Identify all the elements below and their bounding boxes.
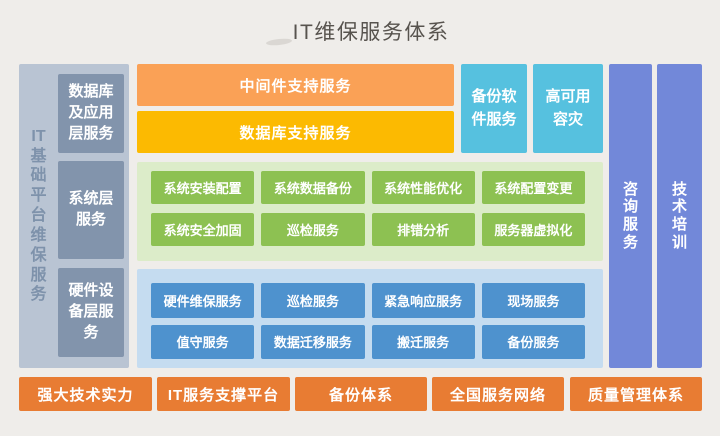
box-label: 备份软件服务 [471,88,517,128]
middleware-support-bar: 中间件支持服务 [137,64,454,106]
foundation-label: IT服务支撑平台 [167,386,280,404]
system-services-section: 系统安装配置 系统数据备份 系统性能优化 系统配置变更 系统安全加固 巡检服务 … [137,162,603,261]
layer-box-hardware: 硬件设备层服务 [58,268,124,357]
high-availability-box: 高可用容灾 [533,64,603,153]
foundation-label: 强大技术实力 [37,386,134,404]
service-box-standby: 值守服务 [151,324,255,359]
service-box-system-backup: 系统数据备份 [261,171,365,204]
sidebar-vertical-label-text: IT基础平台维保服务 [30,127,47,304]
service-box-data-migration: 数据迁移服务 [261,324,365,359]
service-box-hardware-maintenance: 硬件维保服务 [151,283,255,318]
technical-training-column: 技术培训 [657,64,702,368]
it-platform-sidebar: IT基础平台维保服务 数据库及应用层服务 系统层服务 硬件设备层服务 [19,64,129,368]
layer-box-system: 系统层服务 [58,161,124,259]
service-box-onsite: 现场服务 [481,283,585,318]
consulting-service-column: 咨询服务 [609,64,652,368]
service-box-inspection: 巡检服务 [261,213,365,246]
service-box-performance: 系统性能优化 [371,171,475,204]
layer-box-label: 数据库及应用层服务 [68,83,114,142]
foundation-label: 全国服务网络 [449,386,546,404]
layer-box-label: 硬件设备层服务 [68,282,114,341]
foundation-box-it-service-platform: IT服务支撑平台 [157,377,290,411]
service-box-troubleshooting: 排错分析 [371,213,475,246]
service-box-relocation: 搬迁服务 [371,324,475,359]
foundation-box-quality-management: 质量管理体系 [570,377,702,411]
foundation-box-national-network: 全国服务网络 [432,377,564,411]
layer-box-label: 系统层服务 [68,190,114,228]
sidebar-vertical-label: IT基础平台维保服务 [19,64,58,368]
bar-label: 数据库支持服务 [239,124,352,142]
box-label: 高可用容灾 [545,88,591,128]
hardware-services-section: 硬件维保服务 巡检服务 紧急响应服务 现场服务 值守服务 数据迁移服务 搬迁服务… [137,269,603,368]
foundation-label: 备份体系 [328,386,393,404]
service-box-config-change: 系统配置变更 [481,171,585,204]
service-box-backup: 备份服务 [481,324,585,359]
foundation-box-tech-strength: 强大技术实力 [19,377,152,411]
bar-label: 中间件支持服务 [239,77,352,95]
database-support-bar: 数据库支持服务 [137,111,454,153]
service-box-system-install: 系统安装配置 [151,171,255,204]
foundation-label: 质量管理体系 [587,386,684,404]
service-box-virtualization: 服务器虚拟化 [481,213,585,246]
service-box-inspection: 巡检服务 [261,283,365,318]
service-box-emergency-response: 紧急响应服务 [371,283,475,318]
backup-software-box: 备份软件服务 [461,64,527,153]
service-box-security-hardening: 系统安全加固 [151,213,255,246]
column-label: 技术培训 [671,180,687,251]
diagram-title: IT维保服务体系 [292,21,450,44]
layer-box-database-app: 数据库及应用层服务 [58,74,124,153]
foundation-box-backup-system: 备份体系 [295,377,427,411]
column-label: 咨询服务 [622,180,638,251]
